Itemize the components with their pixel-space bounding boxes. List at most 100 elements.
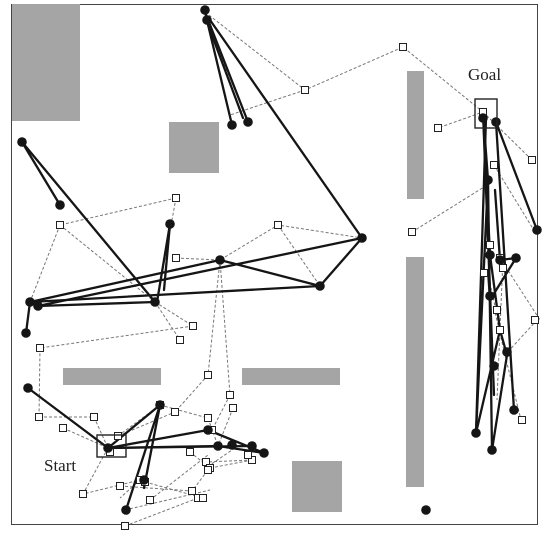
dashed-edge (482, 111, 533, 161)
path-node (213, 441, 223, 451)
dashed-edge (211, 394, 231, 431)
sample-node (188, 487, 196, 495)
dashed-edge (29, 224, 61, 303)
solid-edge (493, 188, 502, 262)
path-node (25, 297, 35, 307)
sample-node (531, 316, 539, 324)
path-node (155, 400, 165, 410)
dashed-edge (149, 454, 209, 501)
dashed-edge (493, 164, 536, 233)
sample-node (114, 432, 122, 440)
obstacle (169, 122, 219, 173)
sample-node (172, 254, 180, 262)
sample-node (408, 228, 416, 236)
dashed-edge (59, 197, 177, 226)
dashed-edge (175, 224, 363, 261)
path-node (243, 117, 253, 127)
sample-node (189, 322, 197, 330)
solid-edge (205, 20, 245, 120)
sample-node (36, 344, 44, 352)
dashed-edge (209, 459, 253, 469)
solid-edge (106, 428, 210, 450)
dashed-edge (38, 325, 194, 418)
path-node (121, 505, 131, 515)
sample-node (434, 124, 442, 132)
sample-node (79, 490, 87, 498)
path-node (511, 253, 521, 263)
path-node (202, 15, 212, 25)
obstacle (407, 71, 424, 199)
dashed-edge (117, 404, 161, 437)
path-node (23, 383, 33, 393)
obstacle (292, 461, 342, 512)
sample-node (35, 413, 43, 421)
path-node (357, 233, 367, 243)
solid-edge (474, 328, 502, 435)
path-node (502, 347, 512, 357)
dashed-edge (154, 301, 194, 327)
sample-node (274, 221, 282, 229)
path-node (259, 448, 269, 458)
path-node (103, 443, 113, 453)
environment-boundary (11, 4, 538, 525)
solid-edge (318, 236, 364, 288)
solid-edge (20, 140, 62, 207)
dashed-edge (277, 224, 321, 287)
solid-edge (36, 300, 157, 308)
dashed-edge (119, 479, 141, 499)
path-node (247, 441, 257, 451)
dashed-edge (205, 459, 253, 463)
sample-node (496, 326, 504, 334)
goal-label: Goal (468, 65, 501, 84)
solid-edge (208, 18, 364, 240)
path-node (485, 291, 495, 301)
sample-node (480, 269, 488, 277)
path-node (227, 120, 237, 130)
dashed-edge (493, 307, 506, 356)
solid-edge (20, 140, 157, 304)
square-nodes (35, 43, 539, 530)
sample-node (186, 448, 194, 456)
path-node (139, 475, 149, 485)
start-marker (96, 434, 127, 458)
path-node (495, 255, 505, 265)
solid-edge (124, 403, 162, 512)
sample-node (226, 391, 234, 399)
dashed-edge (62, 427, 109, 449)
path-node (200, 5, 210, 15)
dashed-edge (217, 407, 234, 447)
solid-edge (203, 10, 250, 124)
solid-edge (216, 444, 266, 455)
solid-edge (28, 258, 222, 304)
solid-edge (28, 284, 322, 304)
solid-edge (490, 353, 509, 452)
sample-node (199, 494, 207, 502)
path-node (315, 281, 325, 291)
path-node (227, 440, 237, 450)
solid-edge (488, 256, 518, 302)
solid-edge (218, 258, 322, 288)
path-node (215, 255, 225, 265)
sample-node (59, 424, 67, 432)
dashed-edge (124, 497, 199, 527)
dashed-edge (204, 11, 485, 129)
sample-node (490, 161, 498, 169)
path-node (17, 137, 27, 147)
path-node (489, 361, 499, 371)
sample-node (399, 43, 407, 51)
sample-node (229, 404, 237, 412)
path-node (203, 425, 213, 435)
sample-node (121, 522, 129, 530)
path-node (491, 117, 501, 127)
path-node (471, 428, 481, 438)
sample-node (56, 221, 64, 229)
sample-node (116, 482, 124, 490)
solid-edge (142, 403, 162, 490)
dashed-edge (209, 447, 236, 466)
sample-node (204, 371, 212, 379)
path-node (21, 328, 31, 338)
sample-node (204, 466, 212, 474)
sample-node (176, 336, 184, 344)
path-node (150, 297, 160, 307)
sample-node (172, 194, 180, 202)
